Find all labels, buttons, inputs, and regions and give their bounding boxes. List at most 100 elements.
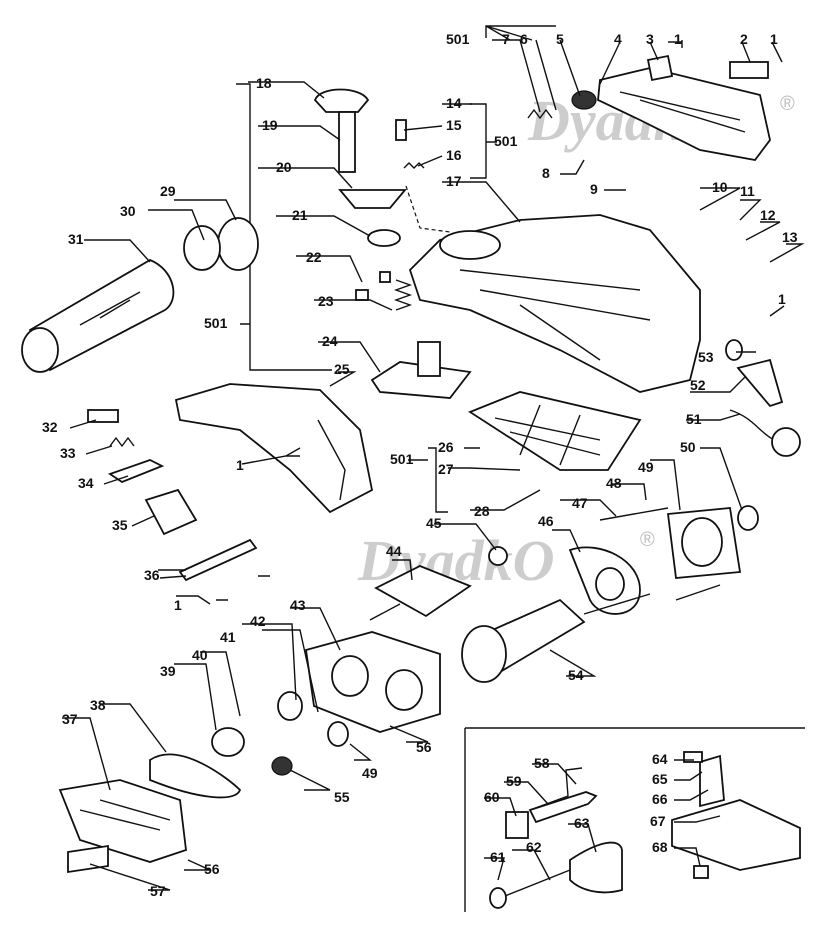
group-bracket-501-right (470, 103, 497, 179)
label-64: 64 (652, 751, 668, 767)
label-38: 38 (90, 697, 106, 713)
label-501: 501 (390, 451, 414, 467)
label-1: 1 (778, 291, 786, 307)
bearing-part (277, 691, 303, 721)
leader-lines (62, 39, 805, 891)
screw-parts (216, 41, 785, 601)
label-66: 66 (652, 791, 668, 807)
label-part (67, 844, 109, 874)
label-7: 7 (502, 31, 510, 47)
wrench-part (528, 791, 598, 824)
label-46: 46 (538, 513, 554, 529)
label-12: 12 (760, 207, 776, 223)
label-3: 3 (646, 31, 654, 47)
group-bracket-501-lower (408, 447, 448, 513)
label-54: 54 (568, 667, 584, 683)
gear-part (271, 756, 293, 776)
label-22: 22 (306, 249, 322, 265)
label-49: 49 (638, 459, 654, 475)
label-47: 47 (572, 495, 588, 511)
fence-part (671, 799, 801, 871)
label-plate-part (729, 61, 769, 79)
label-61: 61 (490, 849, 506, 865)
label-67: 67 (650, 813, 666, 829)
gear-part (571, 90, 597, 110)
label-20: 20 (276, 159, 292, 175)
bearing-part (327, 721, 349, 747)
label-1: 1 (674, 31, 682, 47)
label-5: 5 (556, 31, 564, 47)
label-9: 9 (590, 181, 598, 197)
label-49: 49 (362, 765, 378, 781)
switch-part (87, 409, 119, 423)
label-17: 17 (446, 173, 462, 189)
label-13: 13 (782, 229, 798, 245)
watermark-registered-mark: ® (640, 529, 655, 551)
label-1: 1 (236, 457, 244, 473)
label-32: 32 (42, 419, 58, 435)
label-28: 28 (474, 503, 490, 519)
sleeve-part (505, 811, 529, 839)
spring-part (393, 279, 413, 311)
label-51: 51 (686, 411, 702, 427)
spring-part (527, 108, 553, 120)
label-10: 10 (712, 179, 728, 195)
label-11: 11 (740, 183, 755, 199)
label-1: 1 (770, 31, 778, 47)
part-labels: 501 7 6 5 4 3 1 2 1 18 14 15 501 16 17 1… (42, 31, 798, 899)
label-26: 26 (438, 439, 454, 455)
label-53: 53 (698, 349, 714, 365)
pulley-part (211, 727, 245, 757)
label-60: 60 (484, 789, 500, 805)
label-40: 40 (192, 647, 208, 663)
label-21: 21 (292, 207, 308, 223)
label-24: 24 (322, 333, 338, 349)
base-part (370, 361, 472, 399)
label-501: 501 (204, 315, 228, 331)
bracket-part (699, 754, 725, 808)
label-52: 52 (690, 377, 706, 393)
spring-part (109, 436, 135, 448)
label-23: 23 (318, 293, 334, 309)
seal-ring-part (217, 217, 259, 271)
accessories-inset (464, 727, 805, 912)
label-41: 41 (220, 629, 236, 645)
block-part (355, 289, 369, 301)
label-33: 33 (60, 445, 76, 461)
label-45: 45 (426, 515, 442, 531)
adapter-rod-part (499, 869, 571, 899)
label-68: 68 (652, 839, 668, 855)
label-63: 63 (574, 815, 590, 831)
collar-part (338, 189, 407, 209)
label-55: 55 (334, 789, 350, 805)
label-501: 501 (446, 31, 470, 47)
label-14: 14 (446, 95, 462, 111)
label-36: 36 (144, 567, 160, 583)
label-30: 30 (120, 203, 136, 219)
label-34: 34 (78, 475, 94, 491)
depth-knob-part (313, 88, 370, 113)
fan-part (374, 565, 472, 618)
label-18: 18 (256, 75, 272, 91)
clamp-part (683, 751, 703, 763)
label-25: 25 (334, 361, 350, 377)
label-59: 59 (506, 773, 522, 789)
label-501: 501 (494, 133, 518, 149)
label-58: 58 (534, 755, 550, 771)
label-31: 31 (68, 231, 84, 247)
label-8: 8 (542, 165, 550, 181)
label-4: 4 (614, 31, 622, 47)
label-48: 48 (606, 475, 622, 491)
nut-part (725, 339, 743, 361)
label-16: 16 (446, 147, 462, 163)
knob-part (693, 865, 709, 879)
label-44: 44 (386, 543, 402, 559)
label-50: 50 (680, 439, 696, 455)
drive-belt-part (149, 753, 242, 799)
label-57: 57 (150, 883, 166, 899)
knob-part (646, 54, 674, 82)
ring-part (367, 229, 401, 247)
label-6: 6 (520, 31, 528, 47)
handle-housing-part (174, 383, 374, 514)
